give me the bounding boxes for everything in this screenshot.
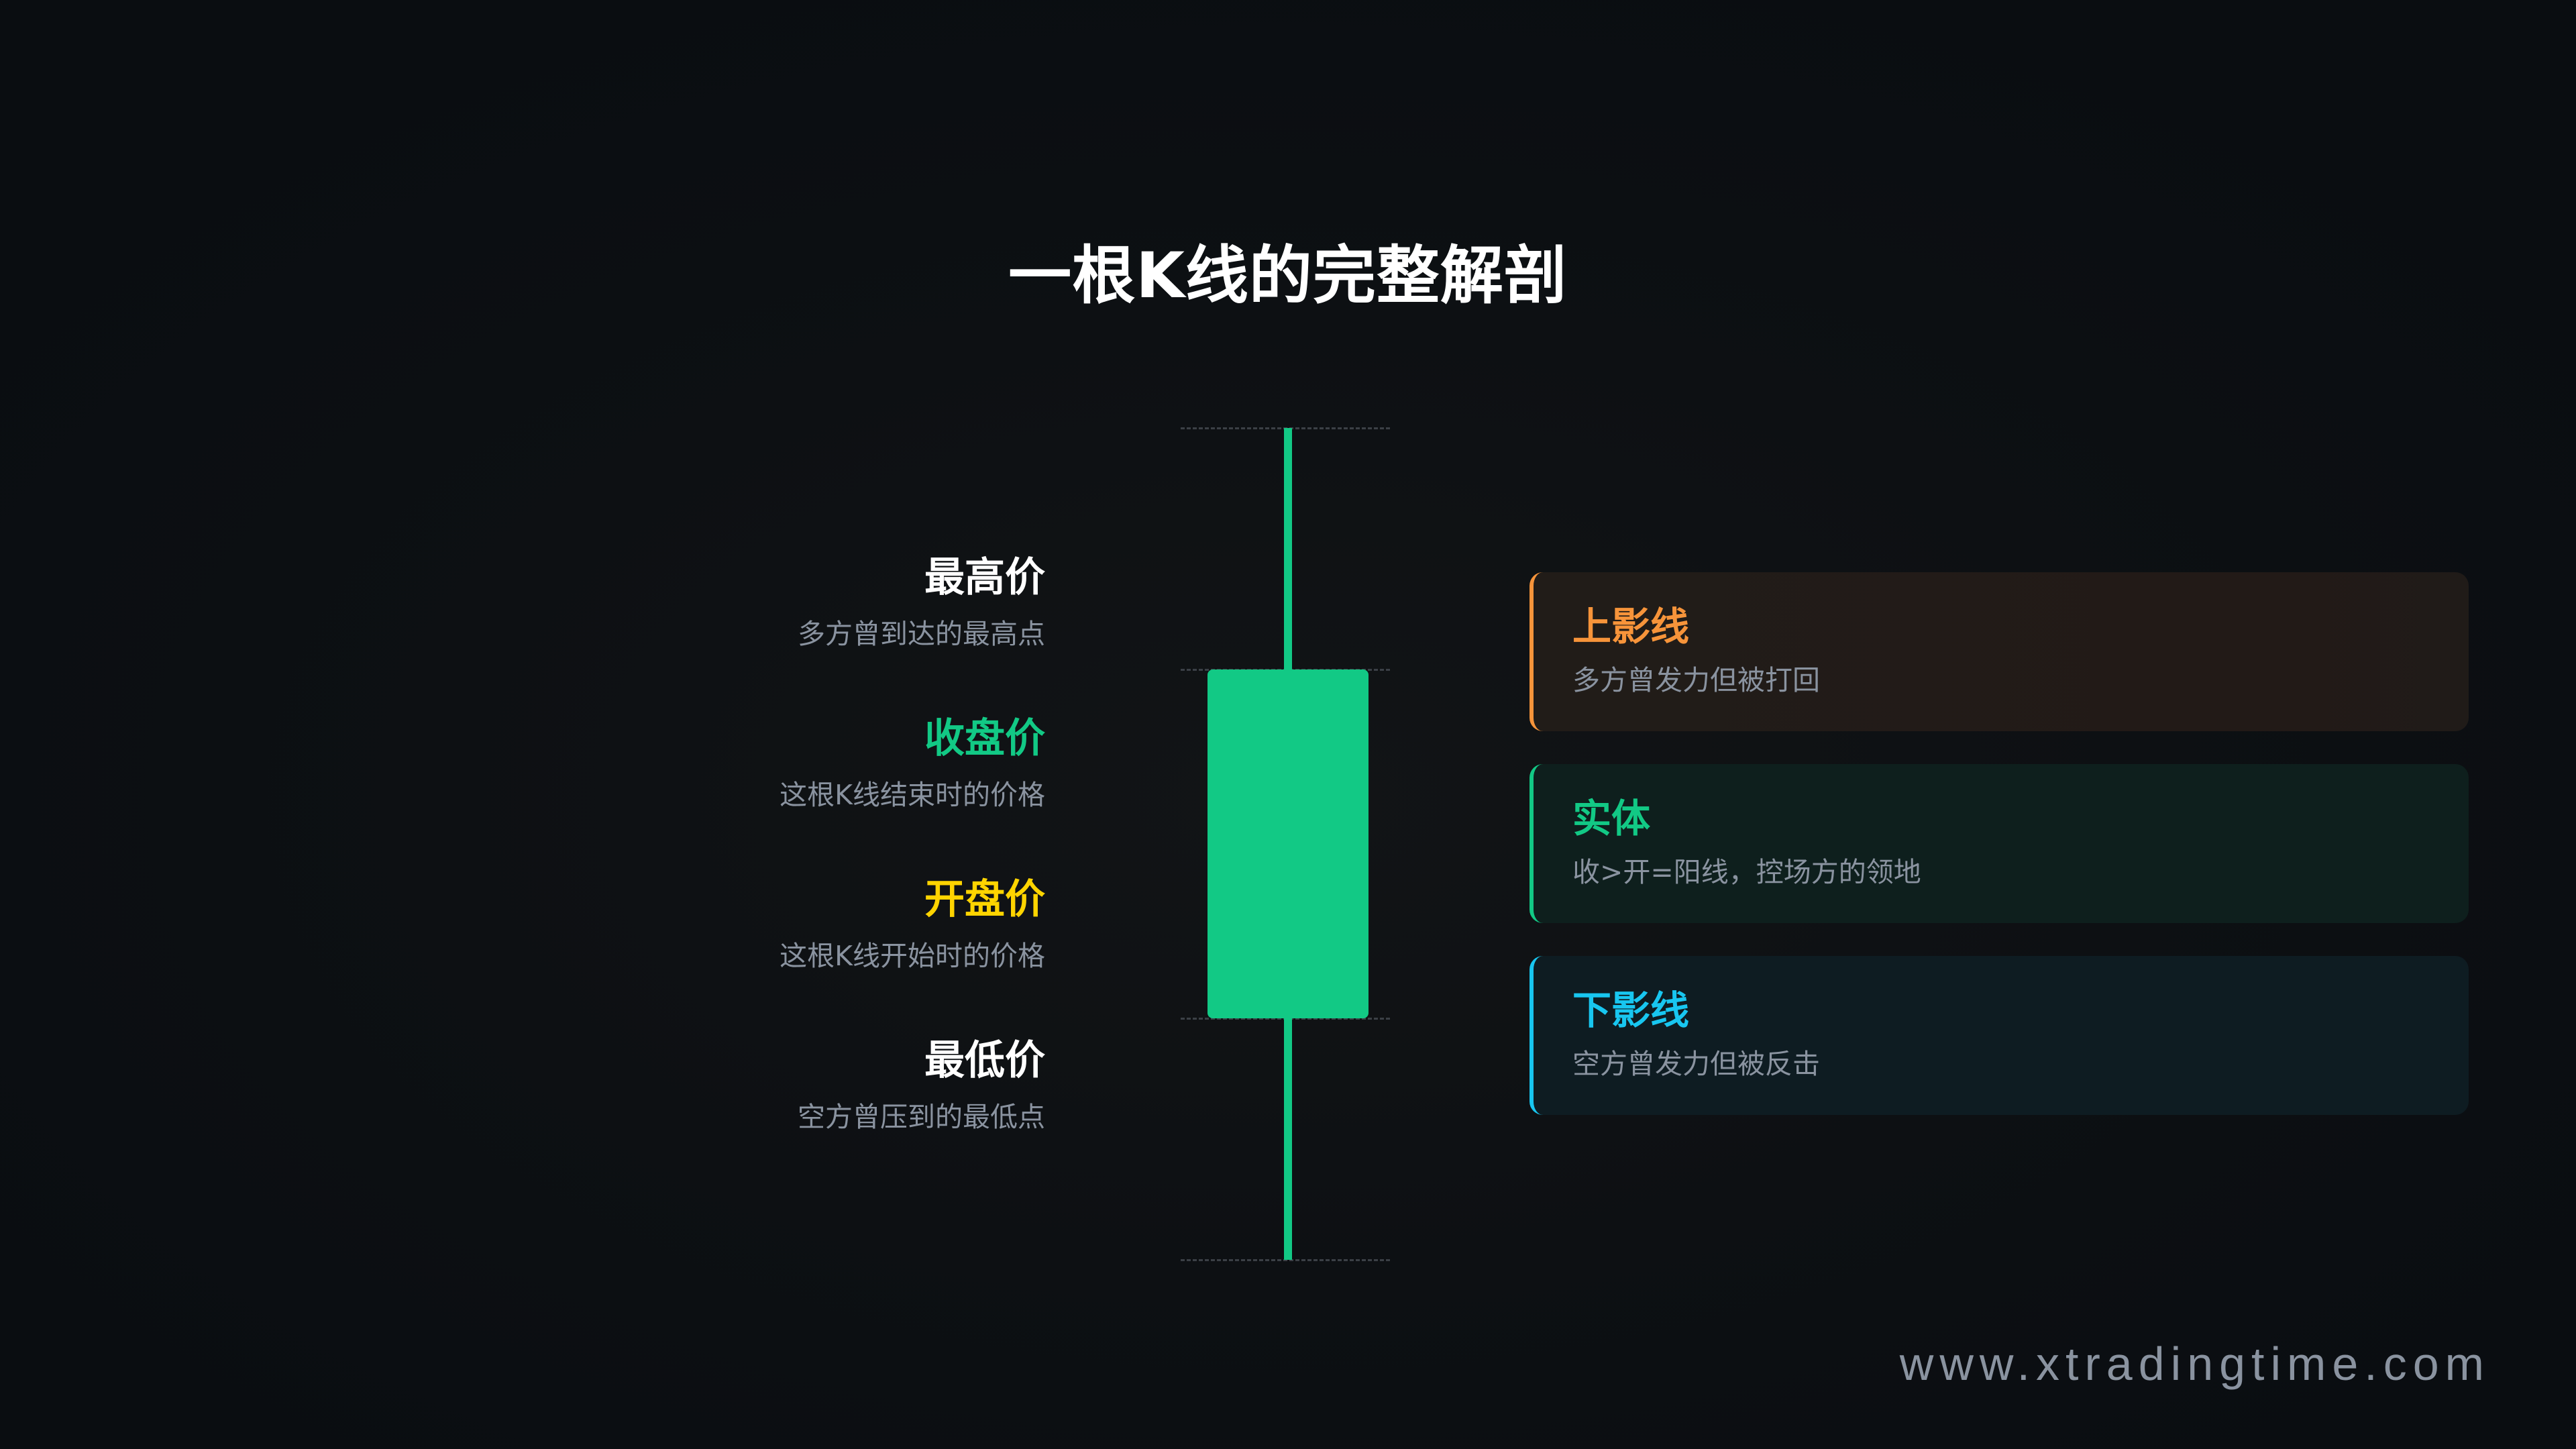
card-upper-shadow-subtitle: 多方曾发力但被打回 [1572,664,1820,696]
label-open-subtitle: 这根K线开始时的价格 [780,940,1045,972]
page-title: 一根K线的完整解剖 [1008,239,1568,313]
footer-url: www.xtradingtime.com [1899,1338,2490,1390]
low-guide-line [1181,1259,1390,1261]
card-body: 实体 收>开=阳线，控场方的领地 [1529,764,2469,923]
label-open: 开盘价 这根K线开始时的价格 [576,876,1045,974]
card-body-title: 实体 [1572,796,1651,841]
label-high-subtitle: 多方曾到达的最高点 [798,618,1045,650]
label-low-subtitle: 空方曾压到的最低点 [798,1101,1045,1133]
card-lower-shadow: 下影线 空方曾发力但被反击 [1529,956,2469,1115]
label-close-title: 收盘价 [924,715,1045,762]
label-low: 最低价 空方曾压到的最低点 [576,1037,1045,1135]
label-close: 收盘价 这根K线结束时的价格 [576,715,1045,813]
candle-body [1208,669,1368,1018]
card-lower-shadow-title: 下影线 [1572,987,1690,1033]
card-upper-shadow: 上影线 多方曾发力但被打回 [1529,572,2469,731]
label-high-title: 最高价 [924,554,1045,601]
label-high: 最高价 多方曾到达的最高点 [576,554,1045,652]
card-upper-shadow-title: 上影线 [1572,604,1690,649]
card-lower-shadow-subtitle: 空方曾发力但被反击 [1572,1048,1820,1080]
label-open-title: 开盘价 [924,876,1045,923]
upper-wick [1284,428,1292,671]
label-low-title: 最低价 [924,1037,1045,1084]
card-body-subtitle: 收>开=阳线，控场方的领地 [1572,856,1921,888]
label-close-subtitle: 这根K线结束时的价格 [780,779,1045,811]
lower-wick [1284,1017,1292,1260]
